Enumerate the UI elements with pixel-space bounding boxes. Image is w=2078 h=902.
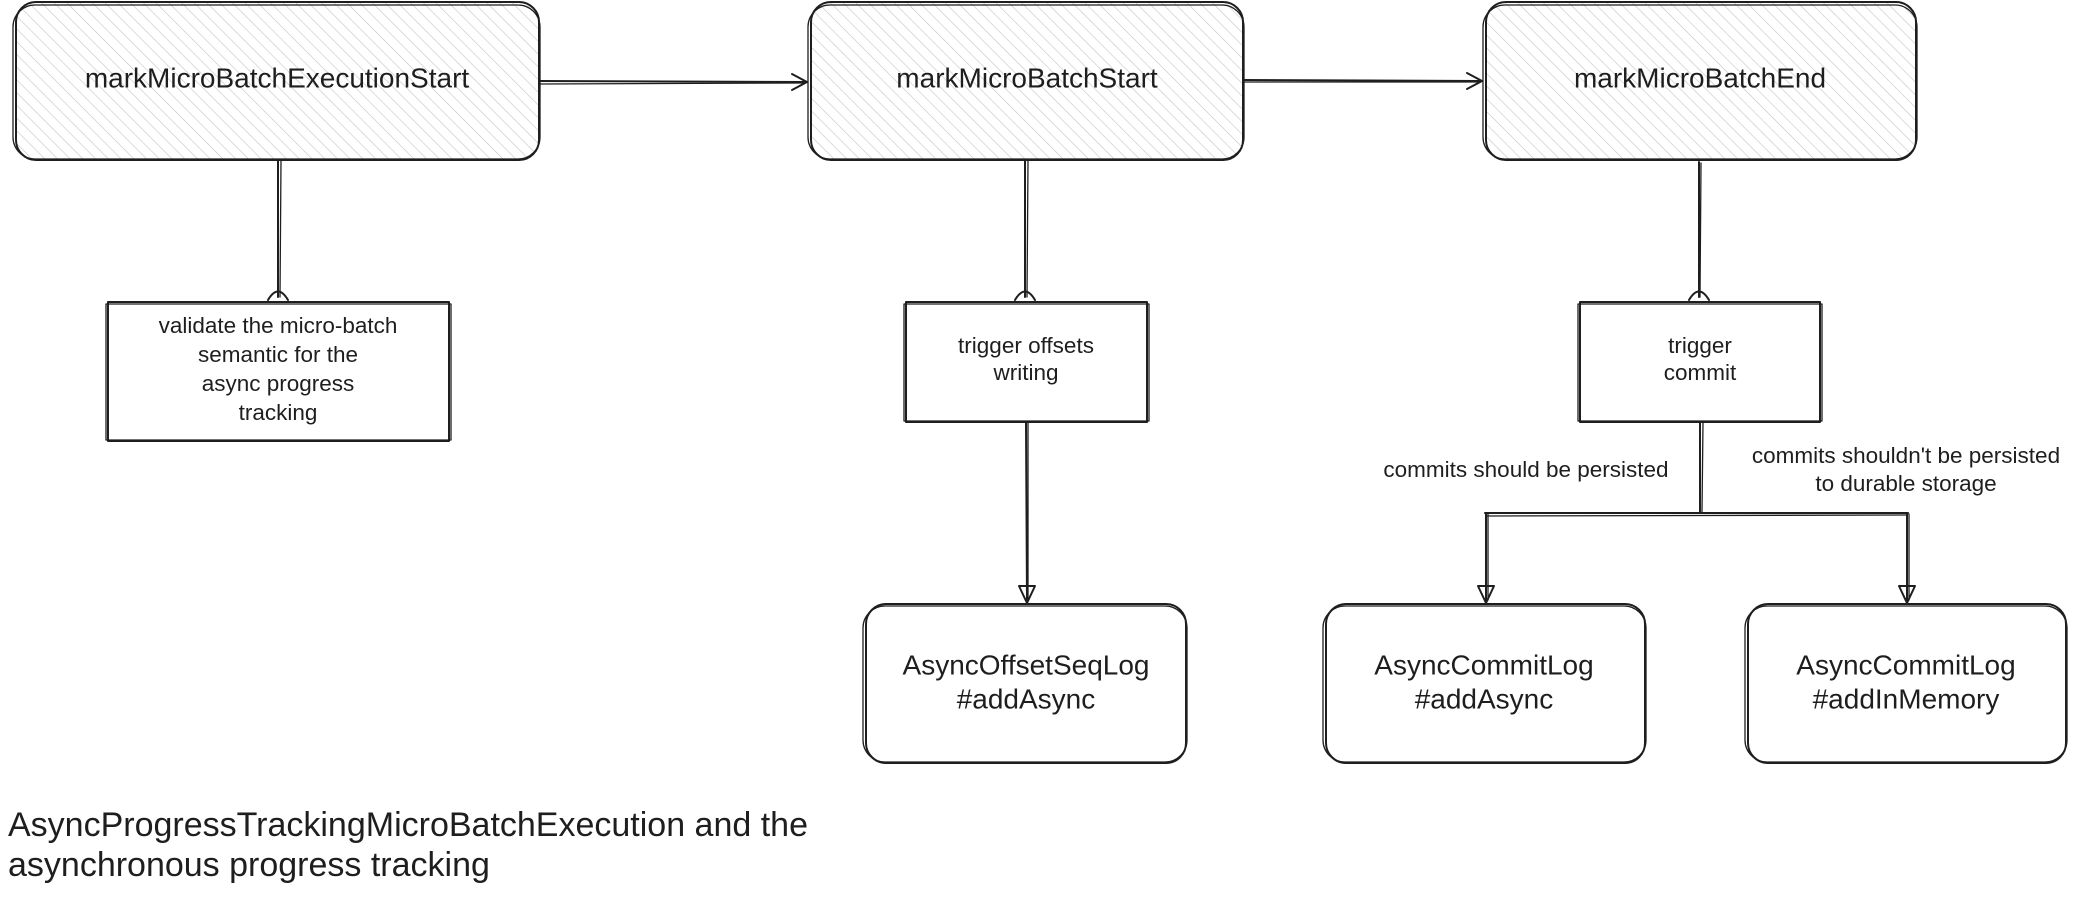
node-commit-log-memory: AsyncCommitLog #addInMemory — [1744, 603, 2068, 764]
node-offset-log-line-1: AsyncOffsetSeqLog — [903, 649, 1150, 680]
node-batch-start-label: markMicroBatchStart — [896, 62, 1158, 93]
node-batch-end-label: markMicroBatchEnd — [1574, 62, 1826, 93]
node-commit-log-memory-line-2: #addInMemory — [1813, 683, 2000, 714]
node-batch-end: markMicroBatchEnd — [1482, 1, 1918, 161]
edge-batch-start-to-trigger-offsets — [1014, 159, 1036, 301]
edge-batch-start-to-batch-end — [1242, 72, 1483, 90]
edge-trigger-commit-branch — [1477, 421, 1916, 604]
edge-label-persisted: commits should be persisted — [1383, 457, 1668, 482]
edge-label-not-persisted-line-2: to durable storage — [1815, 471, 1996, 496]
node-validate: validate the micro-batch semantic for th… — [105, 301, 452, 442]
node-commit-log-async-line-2: #addAsync — [1415, 683, 1554, 714]
node-validate-line-3: async progress — [202, 371, 355, 396]
edge-batch-end-to-trigger-commit — [1688, 161, 1710, 301]
edge-execution-start-to-batch-start — [538, 73, 808, 91]
node-validate-line-4: tracking — [239, 400, 318, 425]
node-trigger-offsets: trigger offsets writing — [903, 301, 1150, 423]
caption-line-2: asynchronous progress tracking — [8, 846, 490, 884]
node-commit-log-async: AsyncCommitLog #addAsync — [1322, 603, 1647, 764]
node-trigger-offsets-line-1: trigger offsets — [958, 333, 1094, 358]
edge-execution-start-to-validate — [267, 159, 289, 301]
node-batch-start: markMicroBatchStart — [807, 1, 1245, 161]
node-offset-log: AsyncOffsetSeqLog #addAsync — [862, 603, 1188, 764]
caption-line-1: AsyncProgressTrackingMicroBatchExecution… — [8, 806, 808, 844]
node-validate-line-2: semantic for the — [198, 342, 358, 367]
node-commit-log-async-line-1: AsyncCommitLog — [1374, 649, 1593, 680]
node-trigger-commit-line-1: trigger — [1668, 333, 1732, 358]
node-validate-line-1: validate the micro-batch — [159, 313, 398, 338]
node-commit-log-memory-line-1: AsyncCommitLog — [1796, 649, 2015, 680]
edge-label-not-persisted-line-1: commits shouldn't be persisted — [1752, 443, 2060, 468]
node-offset-log-line-2: #addAsync — [957, 683, 1096, 714]
node-execution-start-label: markMicroBatchExecutionStart — [85, 62, 470, 93]
node-trigger-offsets-line-2: writing — [992, 360, 1058, 385]
node-trigger-commit-line-2: commit — [1664, 360, 1737, 385]
node-trigger-commit: trigger commit — [1577, 301, 1823, 423]
edge-trigger-offsets-to-offset-log — [1018, 421, 1036, 604]
node-execution-start: markMicroBatchExecutionStart — [12, 1, 541, 161]
